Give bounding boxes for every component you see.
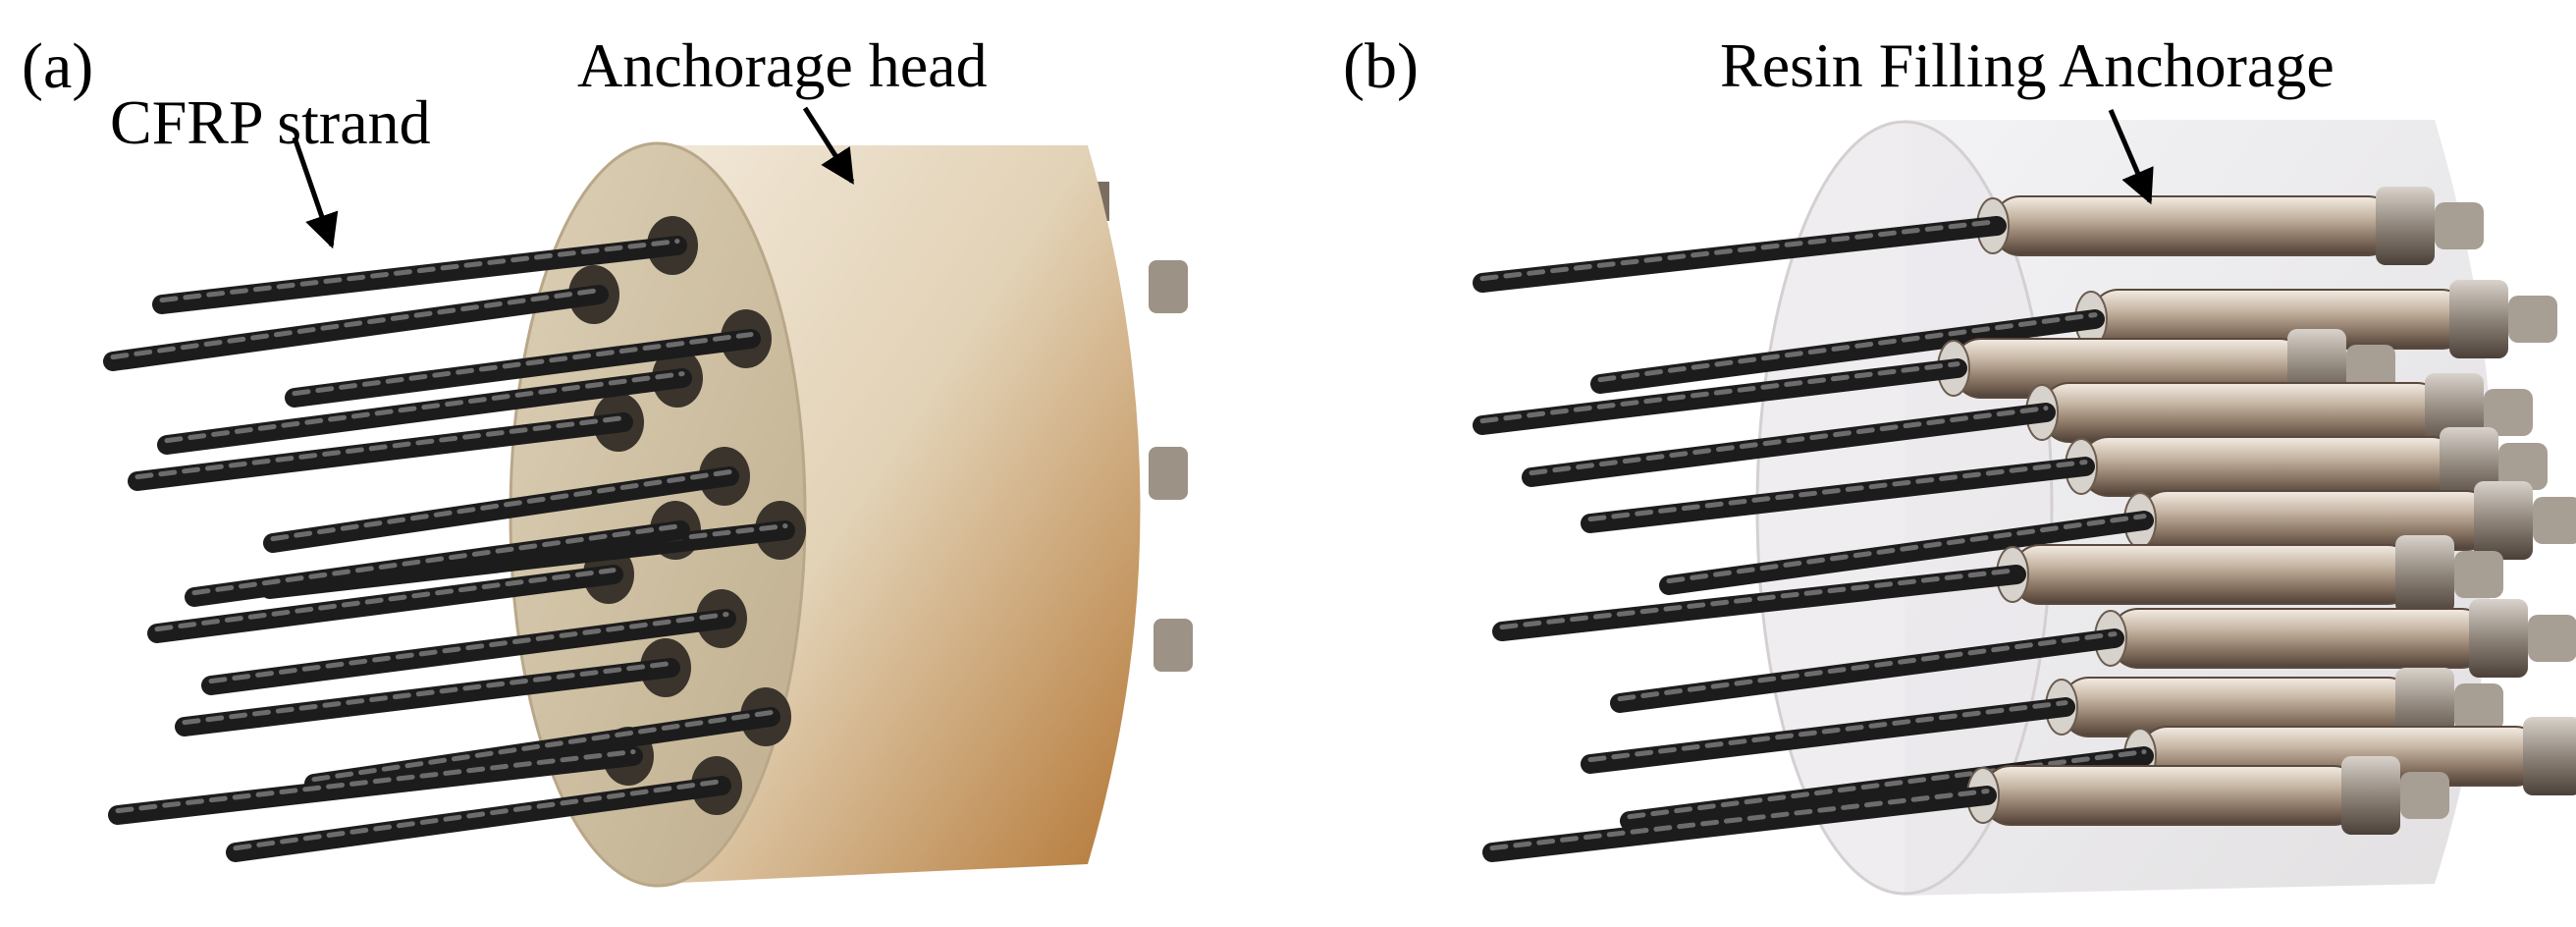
- hex-nut: [2523, 717, 2576, 795]
- cfrp-strand: [226, 776, 731, 862]
- threaded-end: [2533, 497, 2576, 544]
- threaded-end: [2508, 296, 2557, 343]
- threaded-end: [2498, 443, 2548, 490]
- cfrp-strand: [108, 746, 643, 825]
- cfrp-strands-a: [103, 236, 795, 862]
- threaded-end: [2454, 551, 2503, 598]
- threaded-end: [2435, 202, 2484, 249]
- cfrp-strand: [1492, 565, 2026, 641]
- threaded-end: [2484, 389, 2533, 436]
- label-anchorage-head: Anchorage head: [577, 30, 988, 100]
- resin-anchorage-sleeve: [2094, 599, 2576, 678]
- cfrp-strand: [1590, 309, 2105, 394]
- cfrp-strand: [175, 658, 680, 736]
- hex-nut: [2395, 535, 2454, 614]
- arrow-anchorage-head: [802, 106, 855, 185]
- resin-anchorage-sleeve: [1966, 756, 2449, 835]
- label-cfrp-strand: CFRP strand: [110, 87, 431, 157]
- cfrp-strand: [1581, 697, 2075, 774]
- panel-a-drawing: [103, 141, 1193, 888]
- cfrp-strand: [1659, 511, 2154, 595]
- resin-anchorage-sleeve: [1976, 187, 2484, 265]
- resin-anchorage-sleeve: [2074, 280, 2557, 358]
- cfrp-strand: [201, 609, 736, 695]
- resin-anchorage-sleeve: [1996, 535, 2503, 614]
- arrow-resin-anchorage: [2108, 109, 2154, 205]
- resin-filled-anchorages: [1473, 187, 2576, 862]
- hex-nut: [2341, 756, 2400, 835]
- cfrp-strand: [103, 285, 609, 371]
- cfrp-strand: [1473, 216, 2007, 293]
- hex-nut: [2469, 599, 2528, 678]
- threaded-end: [2454, 683, 2503, 731]
- cfrp-strand: [152, 236, 687, 314]
- back-bolts-a: [1090, 182, 1193, 672]
- cfrp-strand: [1522, 403, 2056, 487]
- cfrp-strand: [1610, 628, 2124, 713]
- label-resin-filling-anchorage: Resin Filling Anchorage: [1720, 30, 2334, 100]
- cfrp-strand: [1473, 358, 1967, 435]
- threaded-end: [2346, 345, 2395, 392]
- cfrp-strand: [1581, 457, 2095, 533]
- cfrp-strand: [157, 368, 692, 455]
- cfrp-strand: [147, 565, 623, 643]
- cfrp-strand: [285, 329, 761, 408]
- cfrp-strand: [185, 520, 690, 607]
- hex-nut: [2449, 280, 2508, 358]
- panel-b-drawing: [1473, 120, 2576, 896]
- panel-label-b: (b): [1343, 30, 1419, 102]
- threaded-end: [2400, 772, 2449, 819]
- cfrp-strand: [128, 412, 633, 491]
- hex-nut: [2376, 187, 2435, 265]
- panel-label-a: (a): [22, 30, 94, 102]
- hex-nut: [2474, 481, 2533, 560]
- arrow-cfrp-strand: [292, 136, 339, 249]
- cfrp-strand: [263, 466, 739, 553]
- threaded-end: [2528, 615, 2576, 662]
- cfrp-strand: [1482, 786, 1997, 862]
- cfrp-strand: [304, 707, 780, 793]
